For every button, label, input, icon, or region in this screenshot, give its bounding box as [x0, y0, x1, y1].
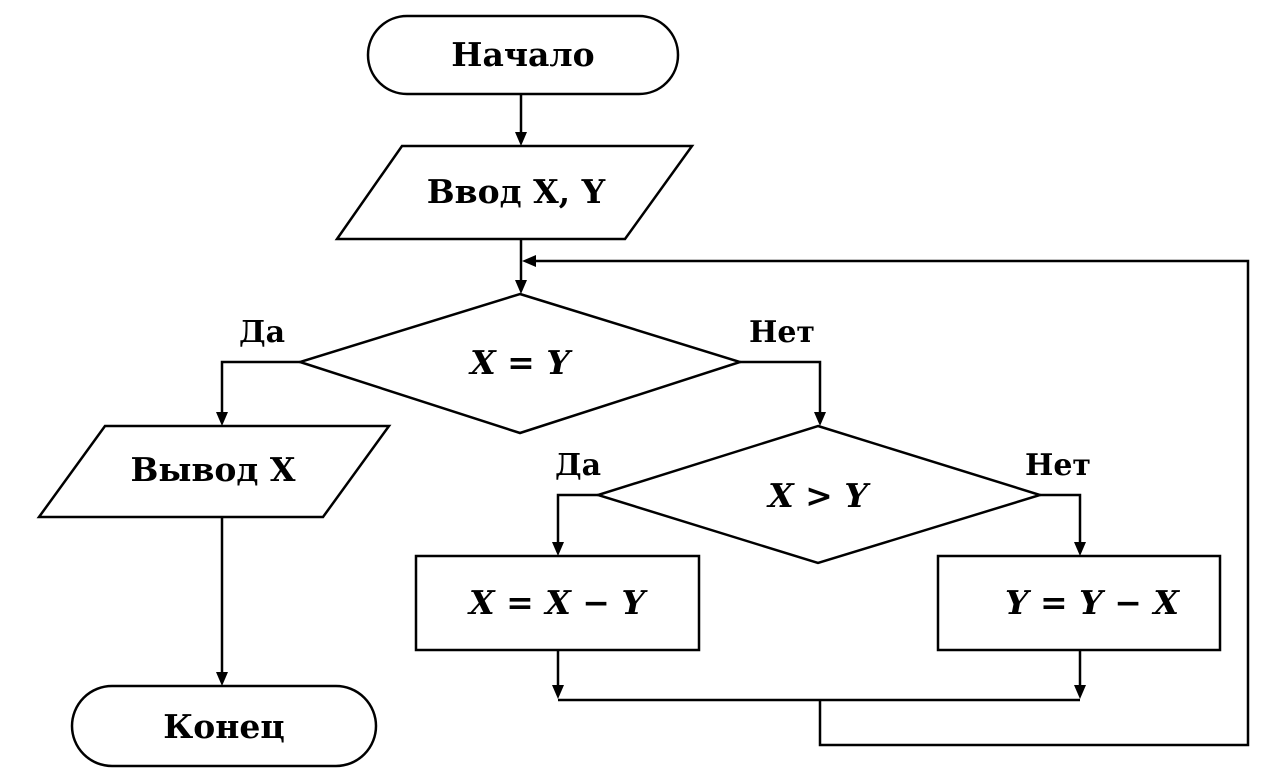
- start-terminator: Начало: [366, 14, 680, 96]
- connector-cond1-yes: [220, 360, 300, 412]
- arrowhead: [552, 685, 564, 699]
- decision1-label: X = Y: [468, 343, 573, 382]
- output-label: Вывод X: [131, 450, 296, 489]
- arrowhead: [814, 412, 826, 426]
- output-block: Вывод X: [36, 424, 392, 519]
- arrowhead: [216, 412, 228, 426]
- branch-label-no: Нет: [1025, 448, 1091, 483]
- input-label: Ввод X, Y: [427, 172, 606, 211]
- decision-x-greater-y: X > Y: [593, 424, 1045, 565]
- input-block: Ввод X, Y: [334, 144, 695, 241]
- decision-x-equals-y: X = Y: [295, 292, 745, 435]
- decision2-label: X > Y: [766, 476, 871, 515]
- arrowhead: [515, 132, 527, 146]
- end-terminator: Конец: [70, 684, 378, 768]
- process-assign-y: Y = Y − X: [936, 554, 1222, 652]
- connector-cond2-yes: [556, 493, 598, 542]
- branch-label-no: Нет: [749, 315, 815, 350]
- start-label: Начало: [451, 35, 594, 74]
- arrowhead: [515, 280, 527, 294]
- process-assign-x: X = X − Y: [414, 554, 701, 652]
- connector-cond1-no: [740, 360, 822, 412]
- arrowhead: [552, 542, 564, 556]
- assign-y-label: Y = Y − X: [1005, 583, 1180, 622]
- assign-x-label: X = X − Y: [467, 583, 648, 622]
- arrowheads: [216, 132, 1086, 699]
- arrowhead: [1074, 685, 1086, 699]
- branch-label-yes: Да: [239, 315, 285, 350]
- arrowhead: [216, 672, 228, 686]
- connectors: [220, 94, 1250, 747]
- connector-loop-back: [536, 259, 1250, 747]
- connector-cond2-no: [1040, 493, 1082, 542]
- arrowhead: [1074, 542, 1086, 556]
- arrowhead: [522, 255, 536, 267]
- branch-label-yes: Да: [555, 448, 601, 483]
- end-label: Конец: [163, 707, 285, 746]
